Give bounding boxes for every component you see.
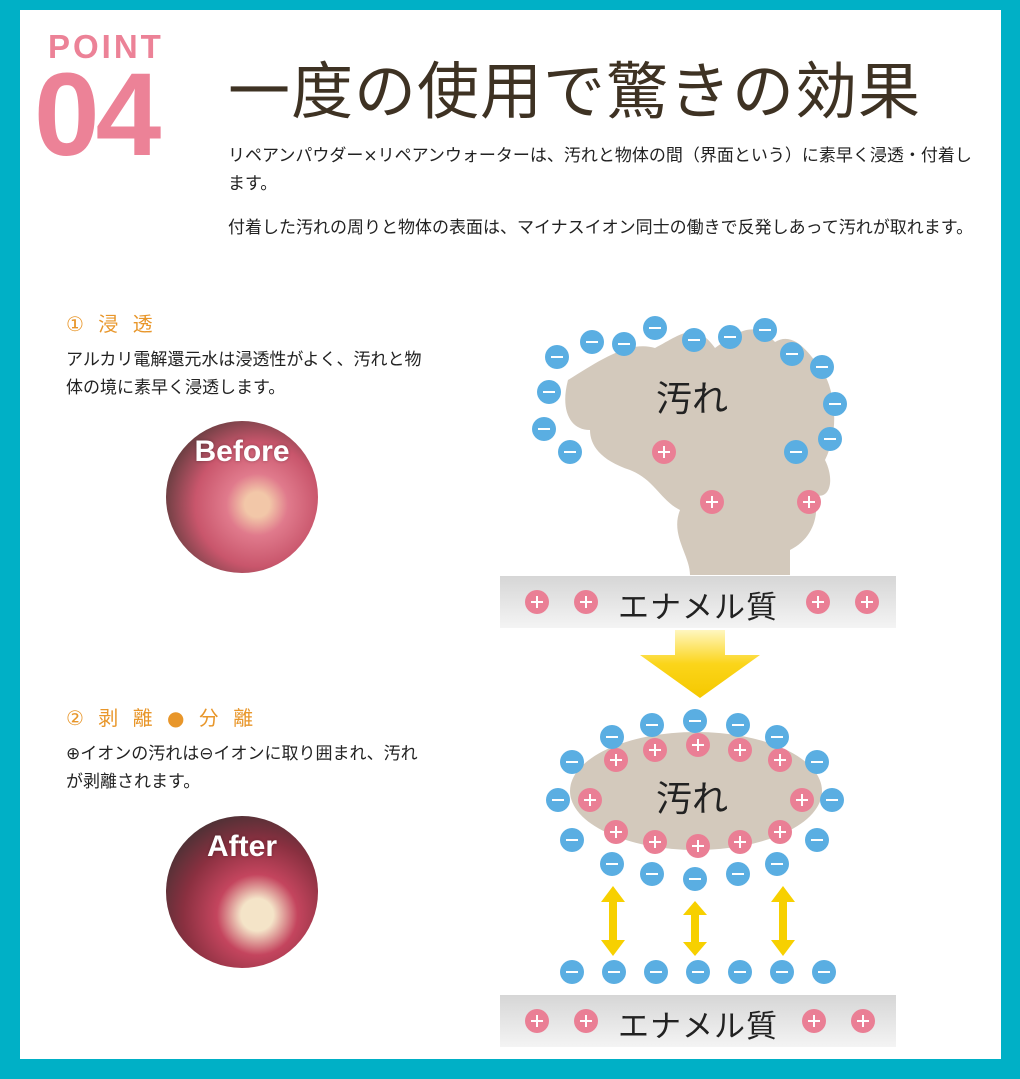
- step-1-title: ① 浸 透: [66, 312, 157, 336]
- enamel-label-top: エナメル質: [618, 590, 778, 626]
- negative-ion-icon: [580, 330, 604, 354]
- down-arrow-icon: [640, 630, 760, 698]
- positive-ion-icon: [574, 1009, 598, 1033]
- repel-arrow-icon: [683, 901, 707, 956]
- positive-ion-icon: [652, 440, 676, 464]
- negative-ion-icon: [805, 828, 829, 852]
- negative-ion-icon: [686, 960, 710, 984]
- dirt-label-bottom: 汚れ: [656, 779, 729, 820]
- negative-ion-icon: [753, 318, 777, 342]
- positive-ion-icon: [768, 748, 792, 772]
- positive-ion-icon: [806, 590, 830, 614]
- enamel-bar-bottom: エナメル質: [500, 995, 896, 1047]
- step-2-text: ⊕イオンの汚れは⊖イオンに取り囲まれ、汚れが剥離されます。: [66, 744, 418, 792]
- negative-ion-icon: [560, 750, 584, 774]
- negative-ion-icon: [640, 862, 664, 886]
- positive-ion-icon: [855, 590, 879, 614]
- page-title: 一度の使用で驚きの効果: [228, 55, 922, 128]
- negative-ion-icon: [765, 725, 789, 749]
- negative-ion-icon: [823, 392, 847, 416]
- negative-ion-icon: [600, 852, 624, 876]
- positive-ion-icon: [525, 590, 549, 614]
- negative-ion-icon: [728, 960, 752, 984]
- negative-ion-icon: [810, 355, 834, 379]
- negative-ion-icon: [683, 867, 707, 891]
- negative-ion-icon: [805, 750, 829, 774]
- positive-ion-icon: [604, 748, 628, 772]
- negative-ion-icon: [560, 828, 584, 852]
- negative-ion-icon: [683, 709, 707, 733]
- enamel-label-bottom: エナメル質: [618, 1009, 778, 1045]
- negative-ion-icon: [602, 960, 626, 984]
- negative-ion-icon: [812, 960, 836, 984]
- negative-ion-icon: [537, 380, 561, 404]
- negative-ion-icon: [612, 332, 636, 356]
- positive-ion-icon: [728, 738, 752, 762]
- positive-ion-icon: [686, 834, 710, 858]
- before-photo: Before: [166, 421, 318, 573]
- positive-ion-icon: [686, 733, 710, 757]
- negative-ion-icon: [682, 328, 706, 352]
- negative-ion-icon: [546, 788, 570, 812]
- positive-ion-icon: [643, 738, 667, 762]
- negative-ion-icon: [545, 345, 569, 369]
- negative-ion-icon: [765, 852, 789, 876]
- repel-arrow-icon: [771, 886, 795, 956]
- positive-ion-icon: [728, 830, 752, 854]
- positive-ion-icon: [643, 830, 667, 854]
- positive-ion-icon: [525, 1009, 549, 1033]
- dirt-label-top: 汚れ: [656, 379, 729, 420]
- positive-ion-icon: [768, 820, 792, 844]
- positive-ion-icon: [802, 1009, 826, 1033]
- step-2-title: ② 剥 離 ● 分 離: [66, 706, 258, 730]
- positive-ion-icon: [797, 490, 821, 514]
- positive-ion-icon: [790, 788, 814, 812]
- negative-ion-icon: [532, 417, 556, 441]
- point-number: 04: [34, 49, 161, 181]
- positive-ion-icon: [700, 490, 724, 514]
- negative-ion-icon: [718, 325, 742, 349]
- positive-ion-icon: [578, 788, 602, 812]
- negative-ion-icon: [644, 960, 668, 984]
- positive-ion-icon: [604, 820, 628, 844]
- negative-ion-icon: [600, 725, 624, 749]
- negative-ion-icon: [560, 960, 584, 984]
- enamel-bar-top: エナメル質: [500, 576, 896, 628]
- negative-ion-icon: [726, 713, 750, 737]
- ion-diagram: 汚れ エナメル質 汚れ: [490, 300, 910, 1060]
- intro-paragraph-2: 付着した汚れの周りと物体の表面は、マイナスイオン同士の働きで反発しあって汚れが取…: [228, 218, 974, 238]
- negative-ion-icon: [770, 960, 794, 984]
- negative-ion-icon: [643, 316, 667, 340]
- negative-ion-icon: [780, 342, 804, 366]
- after-photo: After: [166, 816, 318, 968]
- positive-ion-icon: [574, 590, 598, 614]
- step-1-text: アルカリ電解還元水は浸透性がよく、汚れと物体の境に素早く浸透します。: [66, 350, 422, 398]
- repel-arrow-icon: [601, 886, 625, 956]
- negative-ion-icon: [820, 788, 844, 812]
- negative-ion-icon: [558, 440, 582, 464]
- before-photo-label: Before: [194, 435, 290, 468]
- positive-ion-icon: [851, 1009, 875, 1033]
- negative-ion-icon: [784, 440, 808, 464]
- point-label: POINT: [48, 28, 164, 65]
- intro-paragraph-1: リペアンパウダー×リペアンウォーターは、汚れと物体の間（界面という）に素早く浸透…: [228, 146, 972, 194]
- negative-ion-icon: [640, 713, 664, 737]
- dirt-blob-shape: [565, 329, 835, 575]
- negative-ion-icon: [726, 862, 750, 886]
- after-photo-label: After: [206, 830, 277, 863]
- negative-ion-icon: [818, 427, 842, 451]
- content-panel: POINT 04 一度の使用で驚きの効果 リペアンパウダー×リペアンウォーターは…: [20, 10, 1001, 1059]
- intro-text: リペアンパウダー×リペアンウォーターは、汚れと物体の間（界面という）に素早く浸透…: [228, 142, 988, 258]
